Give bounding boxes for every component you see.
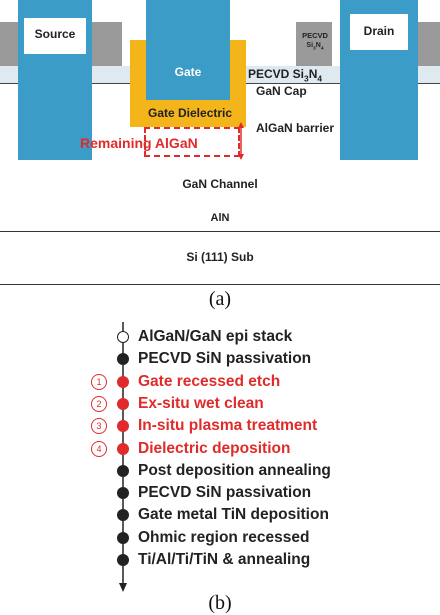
process-step: AlGaN/GaN epi stack [0,326,440,348]
source-label-box [24,18,86,54]
gate-metal [146,0,230,100]
layer-si-sub [0,232,440,285]
step-marker-open [117,331,129,343]
process-step: Ohmic region recessed [0,527,440,549]
step-label: PECVD SiN passivation [138,484,312,502]
gate-dielectric-label: Gate Dielectric [148,106,233,120]
step-number-badge: 4 [91,440,107,457]
drain-label-box [350,14,408,50]
gan-cap-label: GaN Cap [256,84,307,98]
device-cross-section: Source Drain Gate PECVD Si3N4 PECVD Si3N… [0,0,440,285]
step-marker [117,554,129,566]
process-step: Gate metal TiN deposition [0,504,440,526]
aln-label: AlN [210,212,230,224]
gate-dielectric-notch [130,40,144,100]
process-step: 2 Ex-situ wet clean [0,393,440,415]
step-label: Dielectric deposition [138,439,291,457]
remaining-algan-arrow [238,122,244,160]
step-label: Post deposition annealing [138,461,331,479]
process-step: 1 Gate recessed etch [0,371,440,393]
pecvd-layer-label: PECVD Si3N4 [248,67,323,84]
step-label: PECVD SiN passivation [138,350,312,368]
step-label: Gate metal TiN deposition [138,506,329,524]
pecvd-block-mid-left [92,22,122,66]
process-step: PECVD SiN passivation [0,482,440,504]
pecvd-top-label: PECVD [302,31,328,40]
step-label: Ti/Al/Ti/TiN & annealing [138,551,311,568]
step-marker [117,353,129,366]
process-step: PECVD SiN passivation [0,348,440,370]
step-marker [117,487,129,500]
process-step: Post deposition annealing [0,460,440,482]
algan-barrier-label: AlGaN barrier [256,121,335,135]
step-marker [117,442,129,455]
step-label: In-situ plasma treatment [138,417,318,435]
step-marker [117,375,129,388]
step-marker [117,531,129,544]
gate-label: Gate [174,65,202,79]
step-label: AlGaN/GaN epi stack [138,328,293,345]
process-step: Ti/Al/Ti/TiN & annealing [0,549,440,571]
step-number-badge: 2 [91,395,107,412]
pecvd-block-mid-right [296,22,332,66]
layer-aln [0,207,440,232]
process-step: 4 Dielectric deposition [0,438,440,460]
process-step: 3 In-situ plasma treatment [0,415,440,437]
step-number-badge: 1 [91,373,107,390]
step-label: Gate recessed etch [138,372,281,390]
pecvd-block-right [418,22,440,66]
remaining-algan-label: Remaining AlGaN [80,135,198,151]
step-marker [117,464,129,477]
caption-b: (b) [208,592,232,614]
pecvd-block-left [0,22,18,66]
pecvd-top-formula: Si3N4 [306,42,324,52]
step-label: Ohmic region recessed [138,528,310,546]
step-marker [117,397,129,410]
source-label: Source [34,27,76,41]
step-marker [117,509,129,522]
drain-label: Drain [363,24,395,38]
si-sub-label: Si (111) Sub [186,250,254,264]
step-label: Ex-situ wet clean [138,394,264,412]
remaining-algan-box [144,127,240,157]
caption-a: (a) [208,288,232,310]
step-number-badge: 3 [91,418,107,435]
gan-channel-label: GaN Channel [182,177,258,191]
step-marker [117,420,129,433]
